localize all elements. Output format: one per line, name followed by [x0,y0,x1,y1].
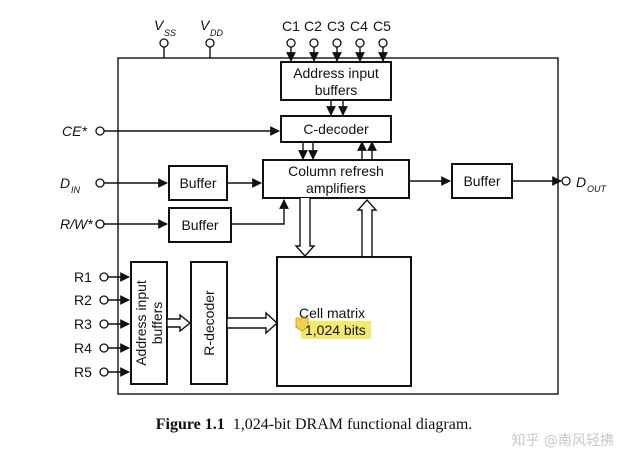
pin-r4: R4 [74,340,92,356]
svg-text:Address input: Address input [293,65,379,81]
svg-text:R/W*: R/W* [60,216,93,232]
din-input: D IN [60,175,168,195]
watermark: 知乎 @南风轻拂 [511,433,614,449]
r-decoder: R-decoder [190,261,228,385]
column-pins: C1 C2 C3 C4 C5 [282,18,391,62]
pin-r2: R2 [74,292,92,308]
svg-text:OUT: OUT [587,184,608,194]
highlight-bits [301,321,371,339]
arrow-rw-buffer-to-refresh [231,199,289,225]
dout-output: D OUT [512,174,608,194]
pin-c1: C1 [282,18,300,34]
svg-text:CE*: CE* [62,123,87,139]
pin-r5: R5 [74,364,92,380]
svg-text:buffers: buffers [315,82,358,98]
svg-text:C-decoder: C-decoder [303,121,369,137]
figure-caption: Figure 1.1 1,024-bit DRAM functional diag… [0,416,628,434]
pin-c4: C4 [350,18,368,34]
svg-text:D: D [576,174,586,190]
pin-r3: R3 [74,316,92,332]
arrow-cdecoder-to-refresh [298,141,377,160]
svg-text:amplifiers: amplifiers [306,180,366,196]
svg-text:V: V [200,17,211,33]
arrow-matrix-to-refresh [356,198,378,256]
svg-text:Buffer: Buffer [181,217,218,233]
arrow-buffers-to-rdecoder [166,313,192,333]
address-input-buffers-top: Address input buffers [280,61,392,101]
svg-text:Buffer: Buffer [463,173,500,189]
address-input-buffers-left: Address input buffers [130,261,168,385]
buffer-rw: Buffer [168,207,232,243]
arrow-refresh-to-matrix [294,198,316,258]
svg-text:SS: SS [164,28,176,38]
buffer-din: Buffer [168,165,228,201]
ce-input: CE* [62,123,280,139]
svg-text:D: D [60,175,70,191]
svg-text:Address input: Address input [133,280,149,366]
pin-c2: C2 [304,18,322,34]
svg-text:Buffer: Buffer [179,175,216,191]
arrow-rdecoder-to-matrix [226,311,279,335]
svg-text:Cell matrix: Cell matrix [299,305,365,321]
buffer-out: Buffer [451,163,513,199]
arrow-buffer-to-cdecoder [326,100,348,116]
vdd-pin: V DD [200,17,223,58]
caption-text: 1,024-bit DRAM functional diagram. [232,416,473,433]
note-icon [295,317,309,332]
svg-text:R-decoder: R-decoder [201,290,217,356]
c-decoder: C-decoder [280,115,392,143]
pin-c5: C5 [373,18,391,34]
svg-text:V: V [154,17,165,33]
svg-text:Column refresh: Column refresh [288,163,384,179]
column-refresh-amplifiers: Column refresh amplifiers [262,159,410,199]
vss-pin: V SS [154,17,176,58]
rw-input: R/W* [60,216,168,232]
row-pins: R1 R2 R3 R4 R5 [74,269,130,380]
svg-text:1,024 bits: 1,024 bits [305,322,366,338]
cell-matrix: Cell matrix 1,024 bits [276,256,412,387]
pin-r1: R1 [74,269,92,285]
svg-text:DD: DD [210,28,223,38]
svg-text:IN: IN [71,185,81,195]
caption-label: Figure 1.1 [155,416,225,433]
pin-c3: C3 [327,18,345,34]
svg-text:buffers: buffers [149,302,165,345]
